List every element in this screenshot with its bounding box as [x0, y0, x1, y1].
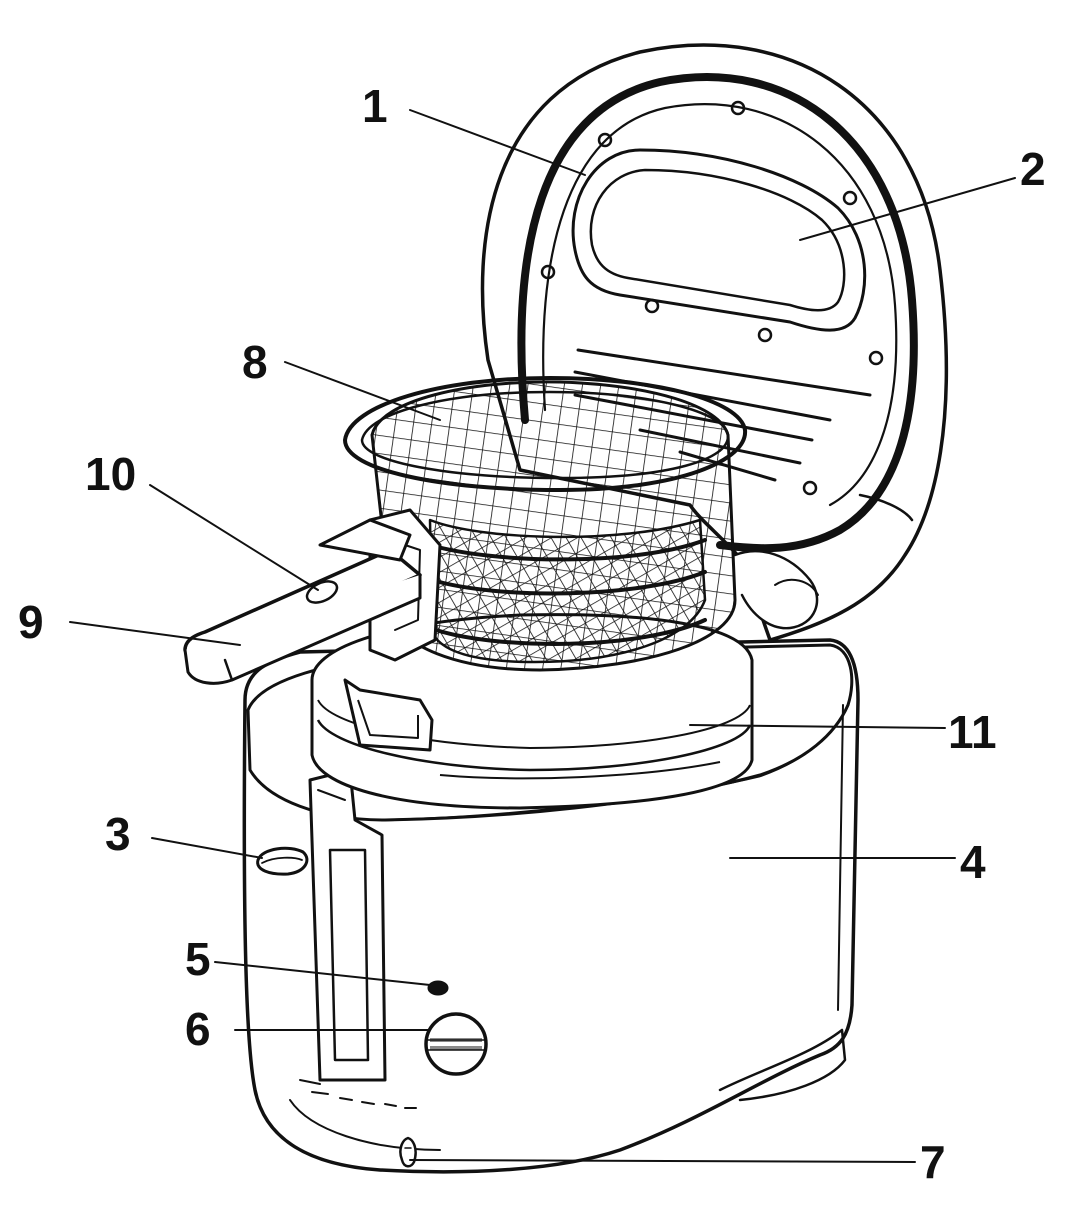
lid-screw [842, 190, 858, 206]
leader-9 [69, 621, 241, 646]
lock-button [399, 1136, 417, 1168]
indicator-lamp [427, 980, 449, 996]
basket-rim [343, 376, 748, 492]
body-base-foot [718, 1028, 847, 1102]
callout-numbers: 1 2 3 4 5 6 7 8 9 10 11 [18, 80, 1046, 1188]
viewing-window-inner [589, 168, 846, 312]
temperature-marks [299, 1079, 417, 1109]
handle-neck [318, 518, 412, 562]
leader-8 [284, 361, 441, 421]
callout-9: 9 [18, 596, 44, 648]
basket-handle [183, 518, 422, 685]
leader-5 [214, 961, 431, 986]
callout-2: 2 [1020, 143, 1046, 195]
lid-vent-line [576, 348, 872, 397]
callout-10: 10 [85, 448, 136, 500]
leader-3 [151, 837, 263, 859]
lid-hinge [733, 550, 819, 630]
leader-10 [149, 484, 319, 591]
callout-5: 5 [185, 933, 211, 985]
callout-1: 1 [362, 80, 388, 132]
leader-7 [409, 1159, 916, 1163]
lid-outer-shell [480, 43, 949, 642]
leader-11 [689, 724, 946, 729]
callout-11: 11 [948, 706, 997, 758]
thermostat-dial [424, 1012, 488, 1076]
side-handle-recess [256, 846, 309, 876]
callout-3: 3 [105, 808, 131, 860]
leader-lines [69, 109, 1016, 1163]
callout-4: 4 [960, 836, 986, 888]
leader-2 [799, 177, 1016, 241]
callout-6: 6 [185, 1003, 211, 1055]
removable-bowl [310, 613, 754, 810]
frying-basket [343, 376, 748, 672]
lid-screw [730, 100, 746, 116]
lid [480, 43, 949, 642]
lid-inner-rim [542, 103, 898, 507]
callout-7: 7 [920, 1136, 946, 1188]
lid-screw [757, 327, 773, 343]
lid-screw [802, 480, 818, 496]
viewing-window-outer [571, 148, 867, 332]
lid-screw [597, 132, 613, 148]
lid-screw [540, 264, 556, 280]
leader-1 [409, 109, 586, 176]
callout-8: 8 [242, 336, 268, 388]
lid-gasket [517, 73, 918, 553]
lid-screw [868, 350, 884, 366]
